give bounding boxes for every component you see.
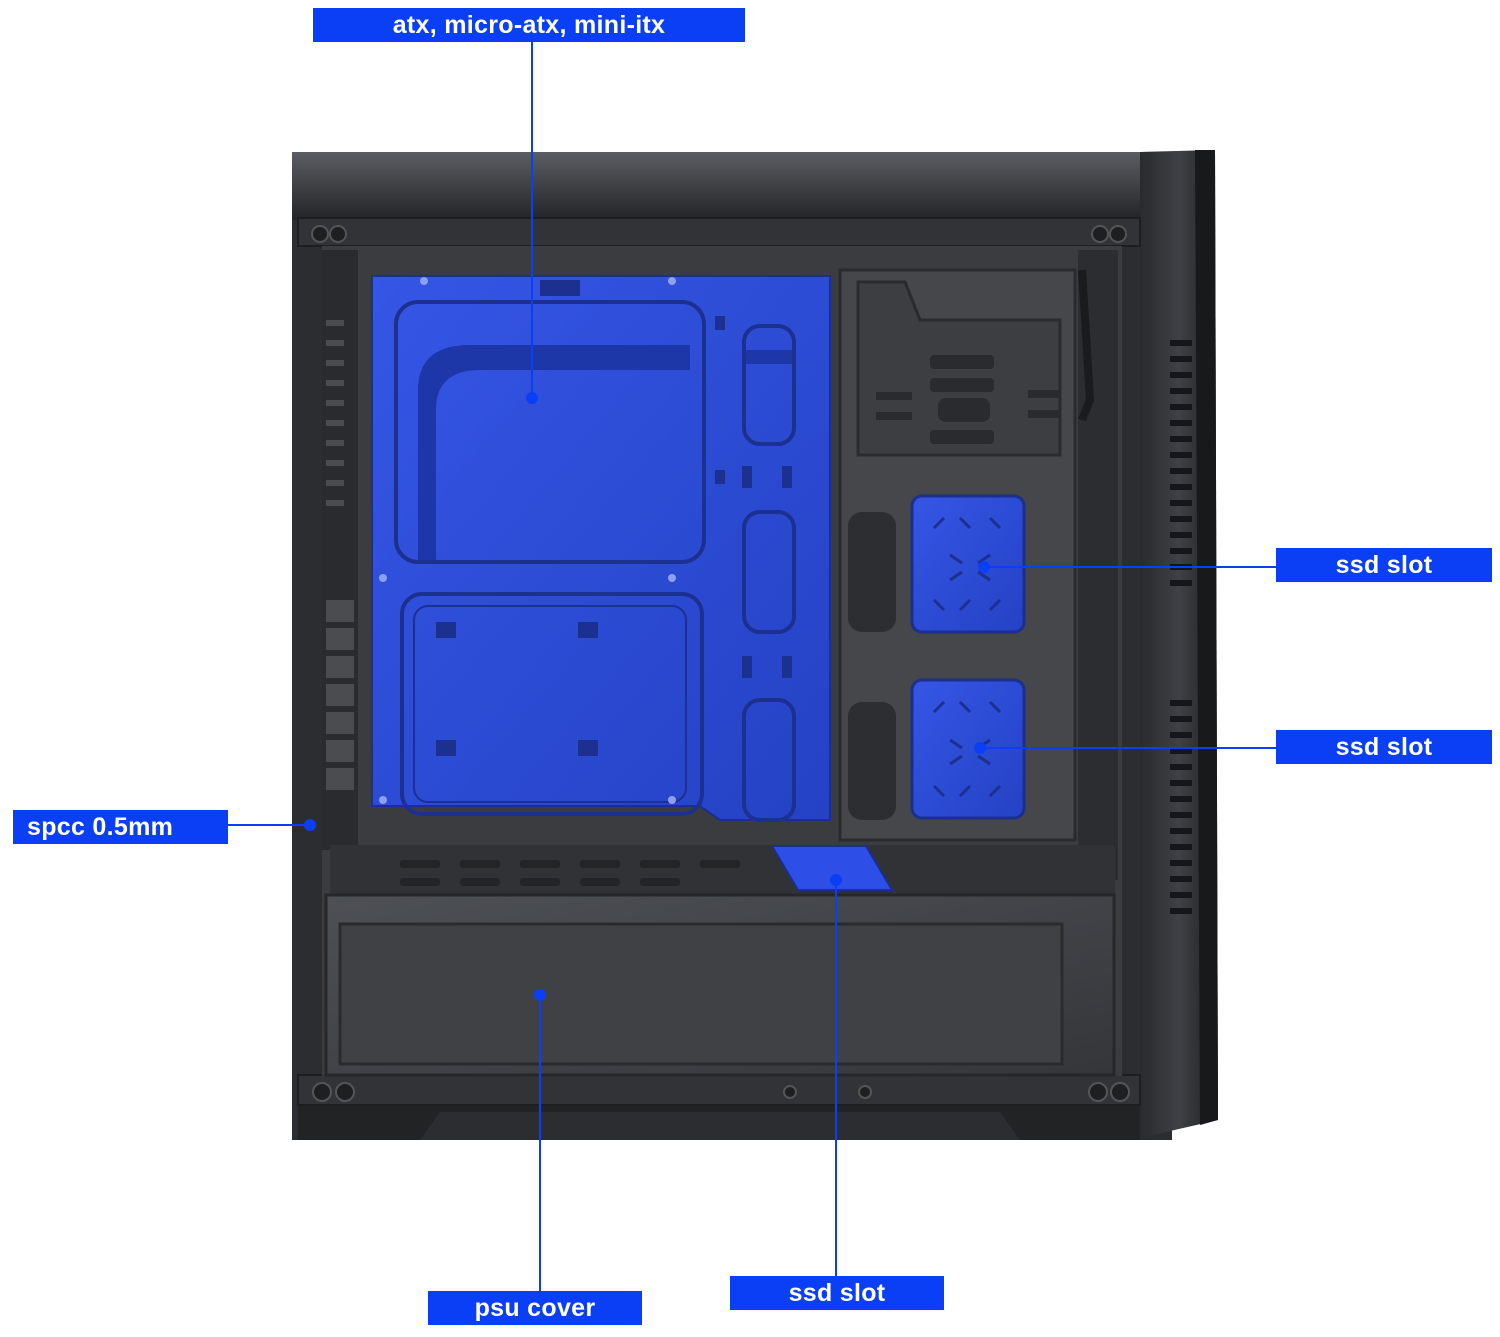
form-factor-label: atx, micro-atx, mini-itx bbox=[313, 8, 745, 42]
ssd-bracket-lower bbox=[910, 678, 1026, 820]
psu-shroud bbox=[324, 893, 1116, 1077]
spcc-label: spcc 0.5mm bbox=[13, 810, 228, 844]
ssd-bracket-upper bbox=[910, 494, 1026, 634]
ssd-slot-label-middle: ssd slot bbox=[1276, 730, 1492, 764]
ssd-slot-label-upper: ssd slot bbox=[1276, 548, 1492, 582]
ssd-slot-label-bottom: ssd slot bbox=[730, 1276, 944, 1310]
leader-lines bbox=[228, 40, 1278, 1292]
psu-cover-label: psu cover bbox=[428, 1291, 642, 1325]
ssd-bracket-bottom bbox=[770, 845, 894, 891]
motherboard-tray bbox=[371, 275, 831, 822]
